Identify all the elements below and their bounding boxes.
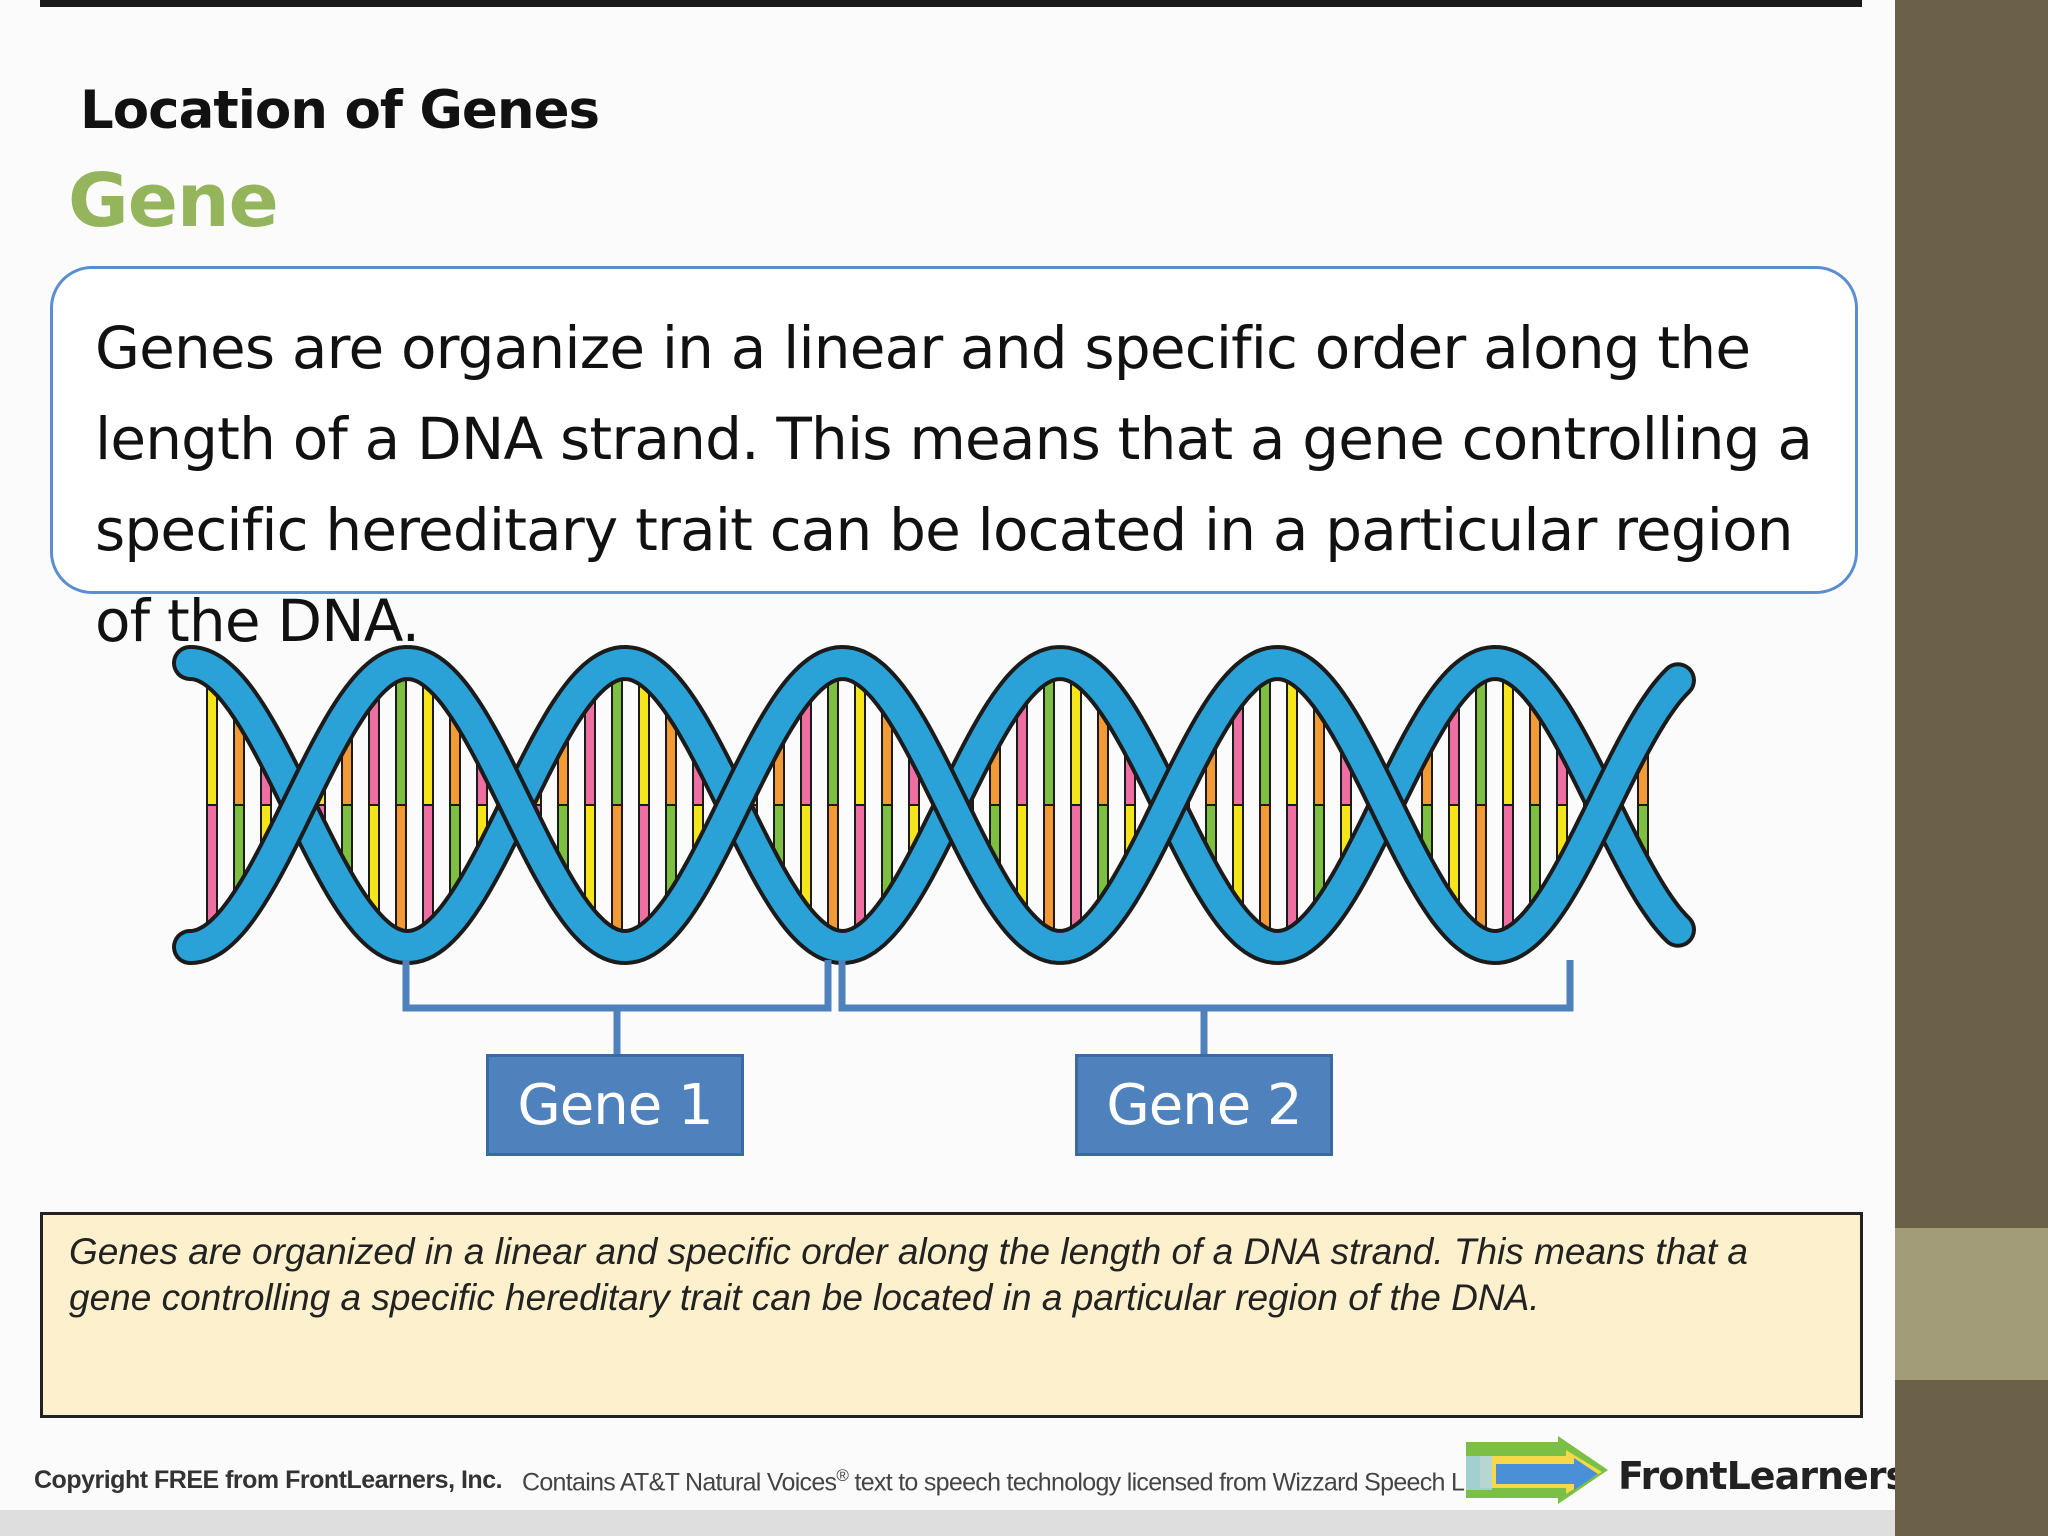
- gene-2-label: Gene 2: [1075, 1054, 1333, 1156]
- slide-heading: Location of Genes: [80, 80, 600, 141]
- copyright-text: Copyright FREE from FrontLearners, Inc.: [34, 1466, 503, 1494]
- gene-2-bracket: [838, 960, 1574, 1054]
- brand-name: FrontLearners: [1618, 1454, 1895, 1498]
- base-pairs: [206, 675, 1649, 935]
- bottom-strip: [0, 1510, 1895, 1536]
- dna-strand-2: [176, 648, 1692, 962]
- top-rule: [40, 0, 1862, 7]
- definition-text: Genes are organize in a linear and speci…: [95, 314, 1813, 655]
- narration-box: Genes are organized in a linear and spec…: [40, 1212, 1863, 1418]
- registered-mark: ®: [836, 1466, 849, 1485]
- att-notice: Contains AT&T Natural Voices® text to sp…: [522, 1466, 1495, 1497]
- gene-1-bracket: [402, 960, 832, 1054]
- att-notice-part: text to speech technology licensed from …: [848, 1468, 1495, 1497]
- narration-text: Genes are organized in a linear and spec…: [69, 1231, 1748, 1318]
- slide: Location of Genes Gene Genes are organiz…: [0, 0, 1895, 1510]
- dna-helix: [172, 644, 1696, 1054]
- gene-1-label: Gene 1: [486, 1054, 744, 1156]
- frontlearners-logo-icon: [1466, 1436, 1608, 1504]
- definition-box: Genes are organize in a linear and speci…: [50, 266, 1858, 655]
- slide-subheading: Gene: [68, 158, 279, 244]
- footer: Copyright FREE from FrontLearners, Inc. …: [0, 1428, 1895, 1510]
- sidebar-decoration-light: [1895, 1228, 2048, 1380]
- dna-diagram: Gene 1 Gene 2: [170, 630, 1710, 1170]
- dna-strand-1: [176, 648, 1692, 962]
- att-notice-part: Contains AT&T Natural Voices: [522, 1468, 837, 1497]
